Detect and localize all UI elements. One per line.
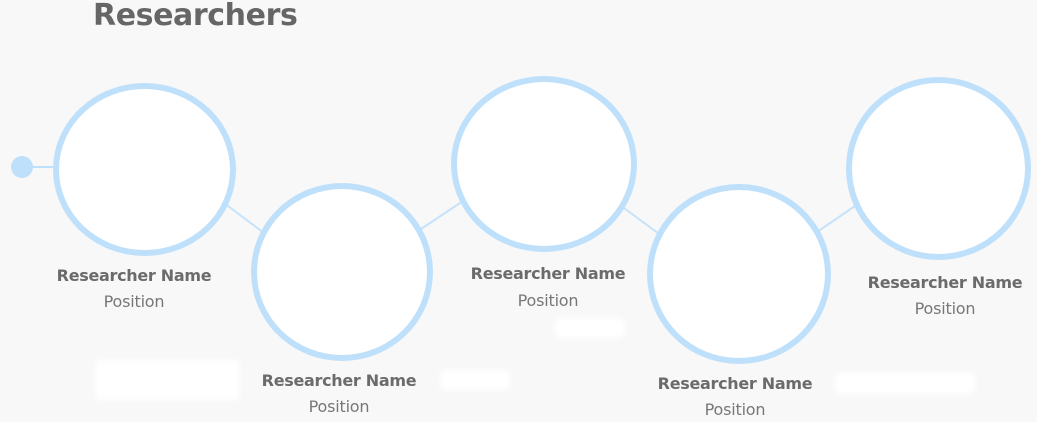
researcher-position: Position (308, 397, 370, 416)
connector-line (219, 199, 269, 237)
researcher-photo-placeholder (53, 83, 236, 256)
background-smudge (95, 360, 240, 400)
researcher-position: Position (517, 291, 579, 310)
page-title: Researchers (93, 0, 298, 33)
background-smudge (835, 372, 975, 394)
researcher-photo-placeholder (451, 76, 637, 252)
connector-line (813, 201, 862, 235)
researcher-name: Researcher Name (470, 264, 626, 283)
researcher-position: Position (704, 400, 766, 419)
researcher-position: Position (103, 292, 165, 311)
researcher-photo-placeholder (251, 183, 433, 361)
researcher-photo-placeholder (846, 77, 1031, 260)
researcher-name: Researcher Name (657, 374, 813, 393)
researcher-position: Position (914, 299, 976, 318)
researcher-name: Researcher Name (261, 371, 417, 390)
researcher-photo-placeholder (647, 184, 831, 364)
background-smudge (440, 370, 510, 390)
researcher-name: Researcher Name (867, 273, 1023, 292)
background-smudge (555, 318, 625, 338)
connector-line (616, 202, 663, 237)
researcher-name: Researcher Name (56, 266, 212, 285)
timeline-start-dot (11, 156, 33, 178)
